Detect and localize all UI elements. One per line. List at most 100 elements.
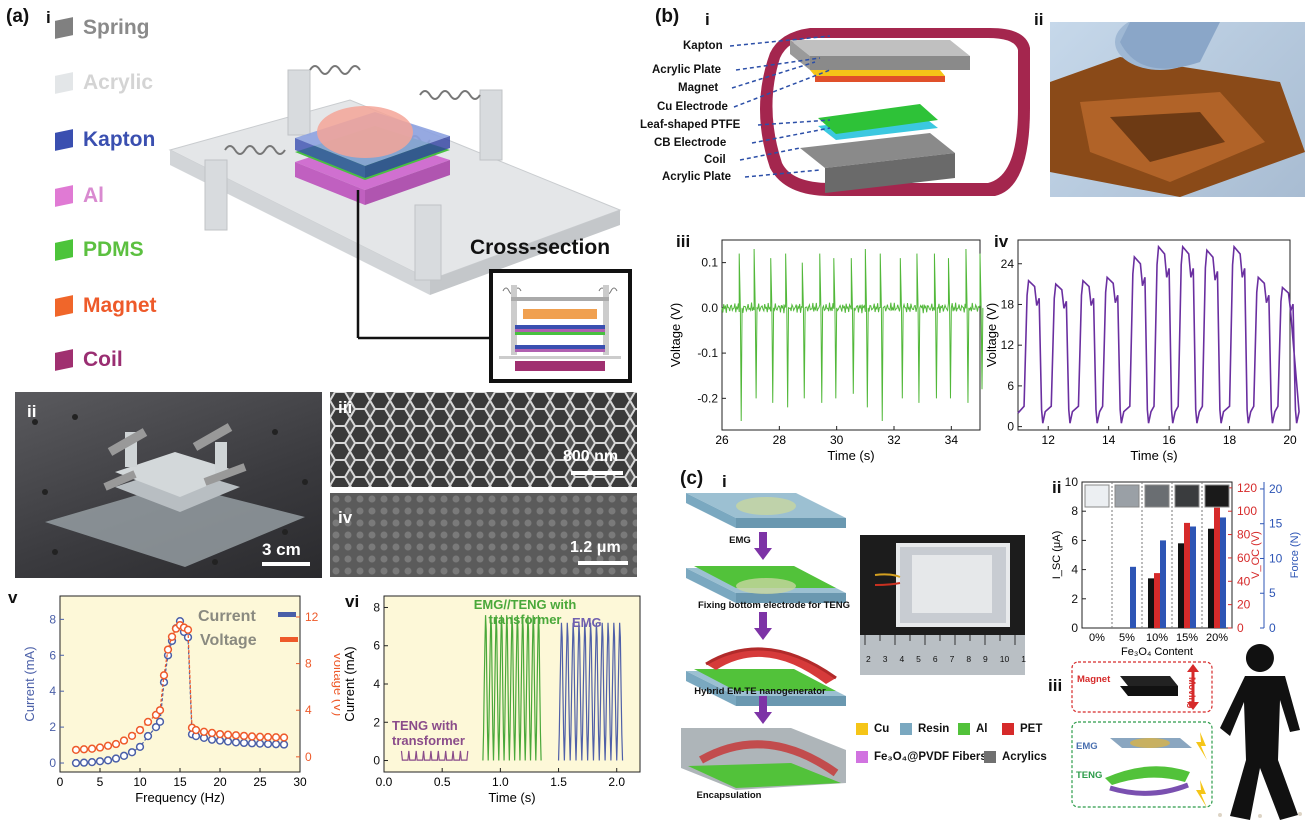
x-tick-label: 10%: [1146, 632, 1168, 644]
step-label-emg: EMG: [729, 535, 751, 546]
bar-isc: [1148, 578, 1154, 628]
data-point: [95, 743, 105, 752]
y-tick-label: 8: [1071, 504, 1078, 518]
y-tick-label: 2: [1071, 592, 1078, 606]
panel-b-iv-label: iv: [994, 232, 1009, 251]
x-axis-label: Time (s): [488, 790, 535, 805]
x-tick-label: 2.0: [608, 775, 625, 789]
data-point: [111, 754, 121, 763]
data-point: [247, 739, 257, 748]
ruler-number: 8: [966, 654, 972, 664]
panel-a-ii-label: ii: [27, 402, 37, 421]
cross-section-diagram: [489, 269, 632, 383]
ruler-number: 3: [882, 654, 888, 664]
x-tick-label: 15: [173, 775, 187, 789]
legend-label: Al: [976, 723, 988, 735]
ruler-number: 9: [983, 654, 988, 664]
legend-label: Al: [83, 184, 104, 207]
x-tick-label: 0%: [1089, 632, 1105, 644]
y-axis-label: I_SC (μA): [1052, 531, 1063, 580]
y-tick-label: -0.2: [697, 391, 718, 405]
x-tick-label: 10: [133, 775, 147, 789]
x-tick-label: 1.0: [492, 775, 509, 789]
data-point: [247, 732, 257, 741]
panel-b-iii-label: iii: [676, 232, 691, 251]
data-point: [87, 744, 97, 753]
legend-acrylic: Acrylic: [55, 71, 153, 95]
y-tick-label: 6: [49, 648, 56, 662]
ruler-number: 10: [999, 654, 1010, 664]
y-tick-label: 0: [1269, 621, 1276, 635]
magnet-label: Magnet: [1077, 674, 1111, 685]
sample-thumbnail: [1174, 484, 1200, 508]
data-point: [127, 731, 137, 741]
sem-iv-scale-label: 1.2 μm: [570, 539, 621, 556]
step-label-encapsulation: Encapsulation: [696, 790, 762, 801]
data-point: [155, 706, 165, 715]
bar-voc: [1184, 522, 1190, 628]
layer-label-magnet: Magnet: [678, 82, 719, 94]
bar-force: [1190, 526, 1196, 628]
y-tick-label: 4: [373, 677, 380, 691]
data-point: [199, 727, 209, 736]
y2-axis-label: Voltage (V): [331, 652, 340, 716]
sem-iv-scale-bar: [578, 561, 628, 565]
y-tick-label: 8: [49, 612, 56, 626]
y-tick-label: 18: [1001, 297, 1015, 311]
voltage-trace: [1017, 244, 1300, 424]
resin-swatch: [900, 723, 912, 735]
data-point: [207, 728, 217, 738]
panel-b-ii-label: ii: [1034, 10, 1044, 29]
y-tick-label: 100: [1237, 504, 1257, 518]
legend-kapton: Kapton: [55, 128, 155, 152]
data-point: [119, 751, 129, 760]
teng-label: TENG: [1076, 770, 1103, 781]
data-point: [71, 758, 81, 768]
data-point: [223, 730, 233, 739]
x-axis-label: Fe₃O₄ Content: [1121, 646, 1193, 658]
y-tick-label: -0.1: [697, 346, 718, 360]
data-point: [103, 756, 113, 765]
panel-b-label: (b): [655, 6, 680, 27]
data-point: [111, 739, 121, 749]
data-point: [143, 717, 153, 727]
data-point: [271, 733, 281, 742]
y-tick-label: 2: [373, 715, 380, 729]
y-tick-label: 10: [1065, 476, 1079, 489]
bar-voc: [1214, 507, 1220, 628]
y-tick-label: 12: [1001, 338, 1015, 352]
panel-a-v-label: v: [8, 588, 18, 607]
legend-magnet: Magnet: [55, 294, 157, 318]
photo-scale-label: 3 cm: [262, 540, 301, 559]
arrow-shaft: [759, 612, 767, 628]
x-tick-label: 12: [1042, 433, 1056, 447]
annotation-emg-teng: EMG//TENG with transformer: [473, 597, 577, 627]
sample-thumbnail: [1204, 484, 1230, 508]
acrylic-swatch: [55, 72, 73, 94]
y-tick-label: 2: [49, 720, 56, 734]
sem-iii-scale-bar: [571, 471, 623, 475]
y-tick-label: 6: [373, 639, 380, 653]
y-axis-label: Current (mA): [22, 646, 37, 721]
y3-axis-label: Force (N): [1289, 532, 1301, 578]
y-tick-label: 4: [305, 703, 312, 717]
bar-force: [1220, 517, 1226, 628]
sem-iii-scale-label: 800 nm: [563, 448, 619, 465]
y-tick-label: 4: [49, 684, 56, 698]
walking-harvester-diagram: [1071, 644, 1302, 820]
data-point: [163, 645, 173, 654]
x-tick-label: 20%: [1206, 632, 1228, 644]
panel-c-label: (c): [680, 468, 704, 489]
x-tick-label: 14: [1102, 433, 1116, 447]
y-tick-label: 40: [1237, 574, 1251, 588]
ruler-number: 4: [899, 654, 905, 664]
layer-label-acrylic-bottom: Acrylic Plate: [662, 171, 732, 183]
y-tick-label: 10: [1269, 551, 1283, 565]
data-point: [239, 738, 249, 748]
data-point: [155, 717, 165, 726]
data-point: [239, 731, 249, 741]
data-point: [183, 625, 193, 634]
x-tick-label: 20: [213, 775, 227, 789]
